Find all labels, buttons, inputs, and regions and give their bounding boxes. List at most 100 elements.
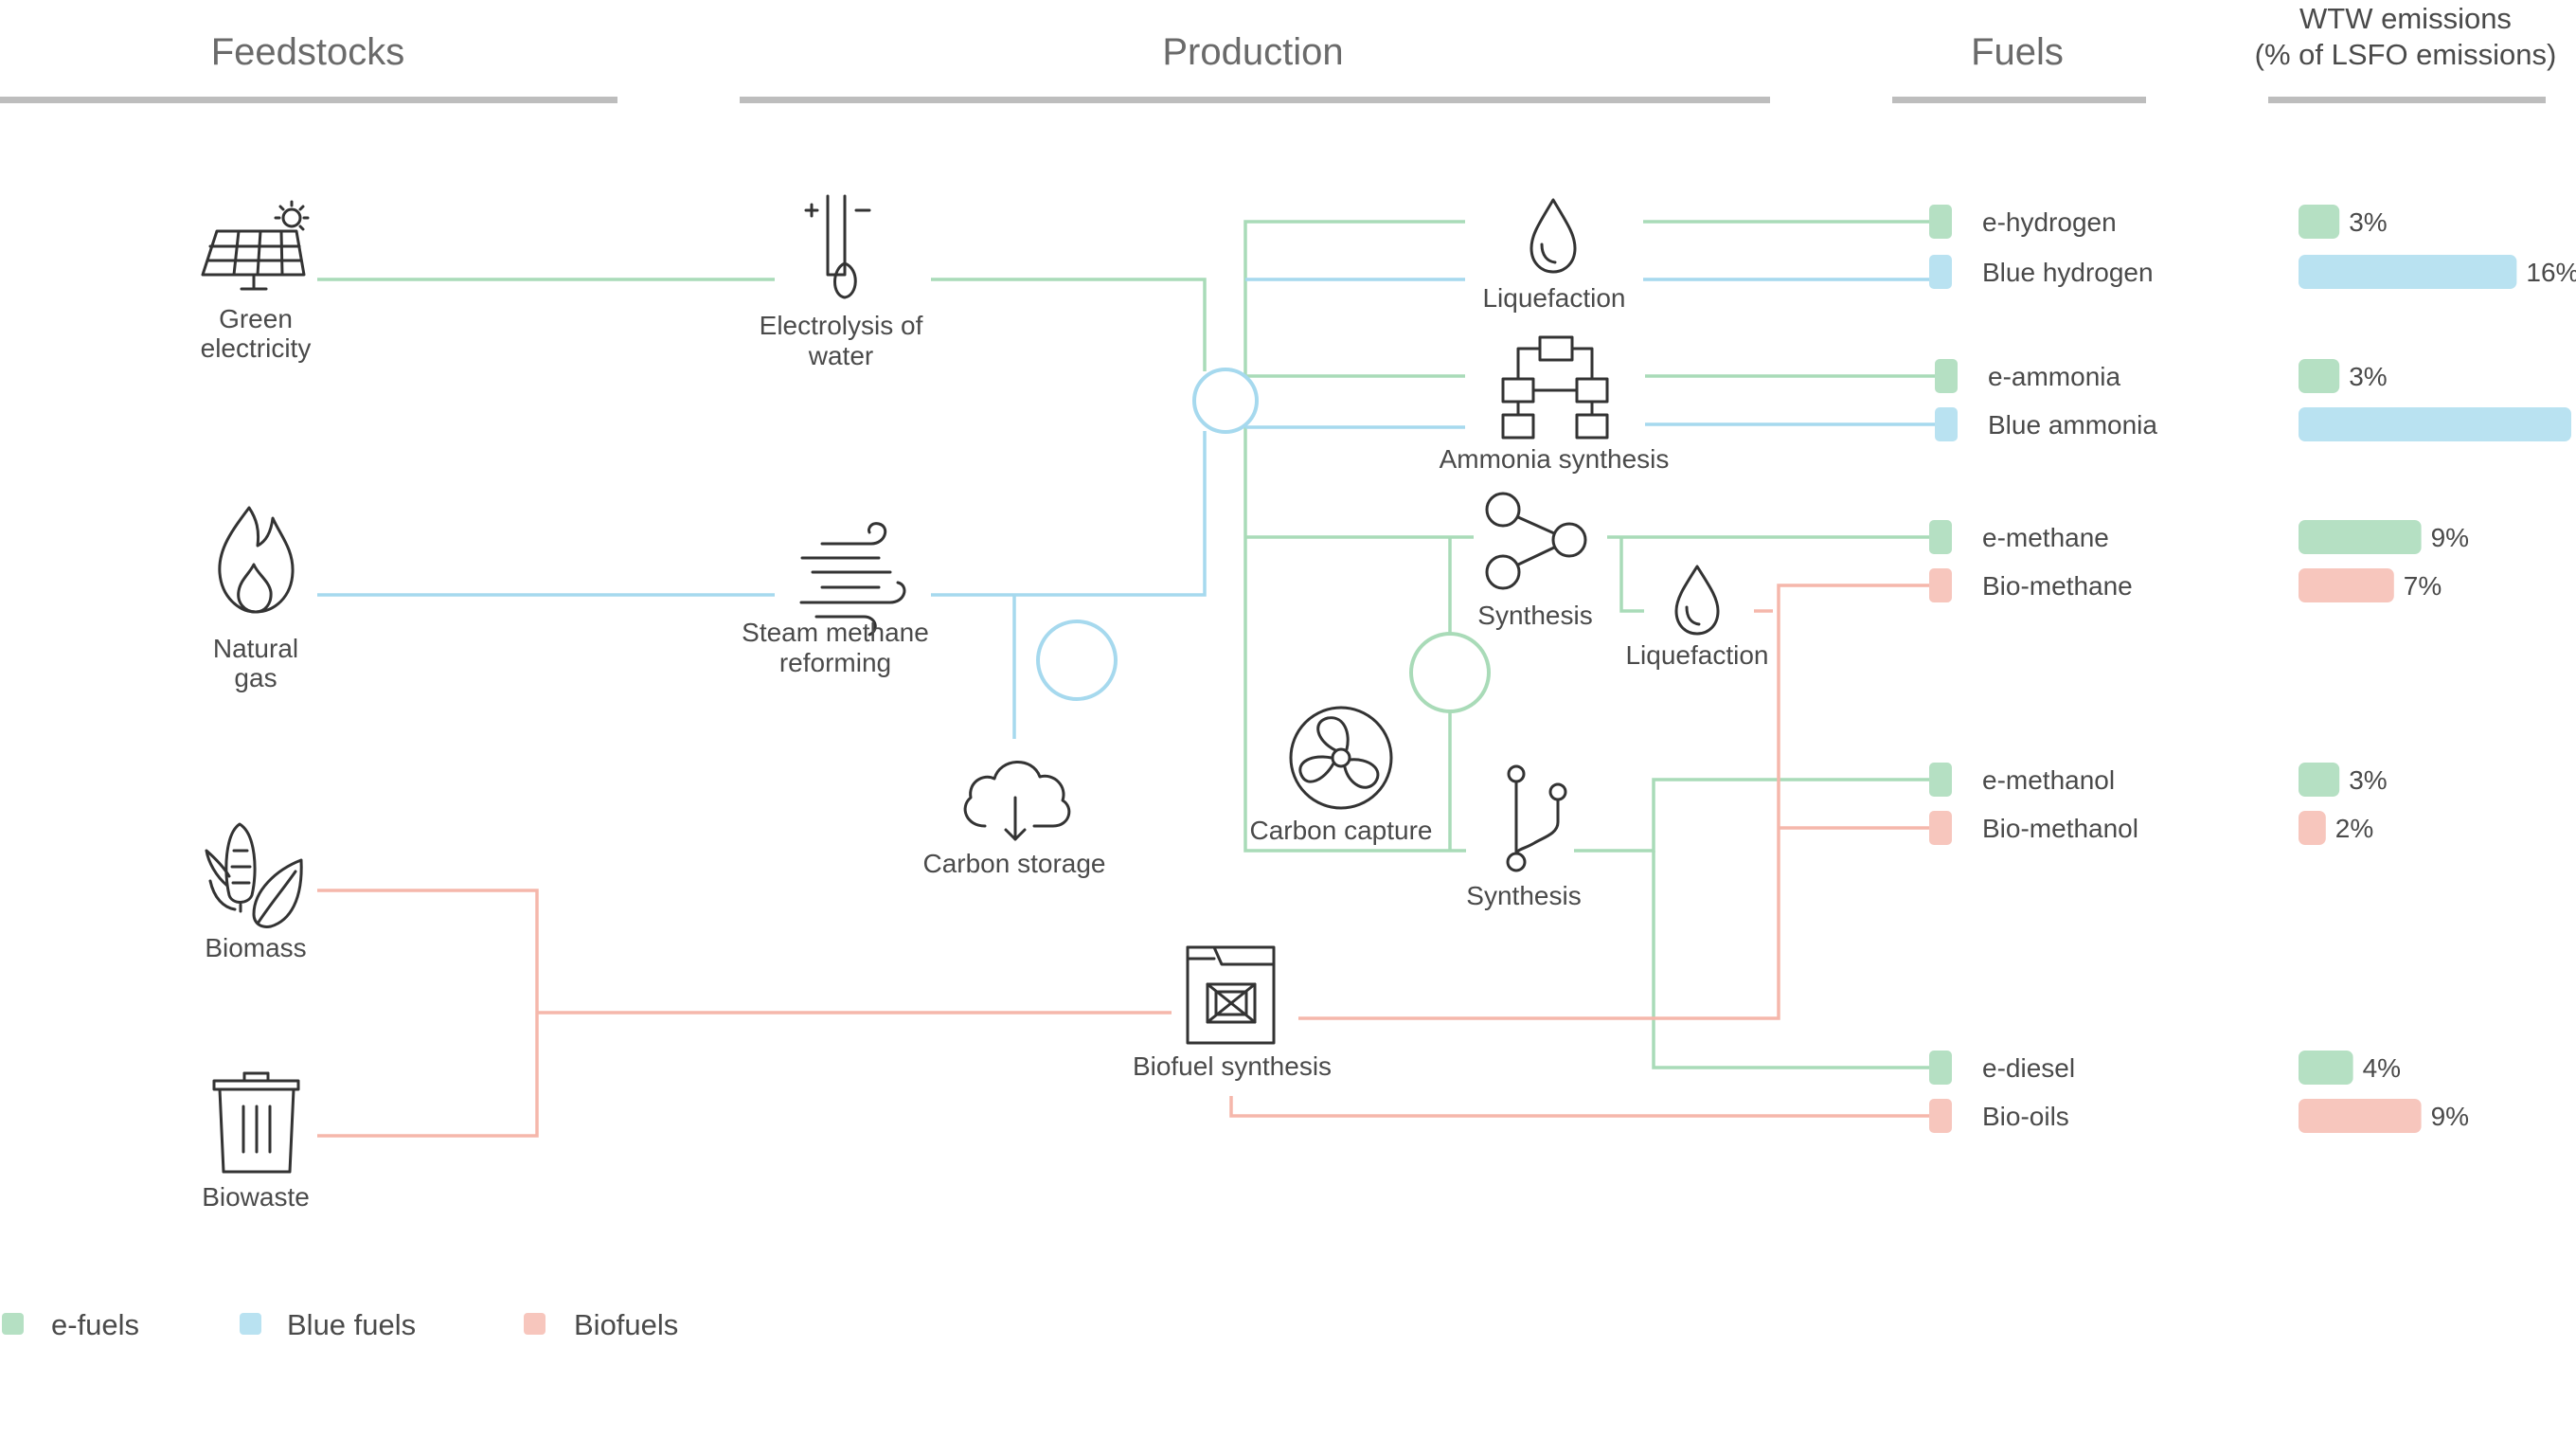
process-electrolysis: Electrolysis of water [760,194,923,370]
fuel-swatch [1929,568,1952,602]
emissions-bar [2299,255,2517,289]
fuel-swatch [1935,407,1958,441]
fuel-name: e-hydrogen [1982,207,2117,237]
process-label-line2: reforming [779,648,891,677]
process-synthesis-liquid: Synthesis [1466,764,1582,910]
legend-label-blue: Blue fuels [287,1308,416,1341]
fuel-name: e-diesel [1982,1053,2075,1083]
process-carbon-capture: Carbon capture [1249,706,1433,845]
emissions-bar [2299,407,2571,441]
connectors-bio [317,584,1929,1138]
droplet-icon [1530,198,1577,274]
legend-swatch-bio [524,1313,546,1335]
feedstock-label-line2: electricity [201,333,312,363]
fuel-swatch [1929,520,1952,554]
emissions-value-label: 4% [2363,1053,2401,1083]
legend-label-bio: Biofuels [574,1308,678,1341]
emissions-value-label: 16% [2526,258,2576,287]
header-emissions-line2: (% of LSFO emissions) [2255,38,2557,71]
feedstock-label-line2: gas [234,663,277,692]
capture-hub-circle [1409,632,1491,713]
emissions-value-label: 3% [2349,362,2387,391]
feedstock-label: Biowaste [202,1182,310,1212]
feedstock-biomass: Biomass [205,822,307,962]
droplet-icon [1674,565,1720,636]
process-label: Biofuel synthesis [1133,1051,1332,1081]
emissions-bar [2299,1051,2353,1085]
emissions-value-label: 2% [2335,814,2373,843]
fuel-name: Bio-oils [1982,1102,2069,1131]
emissions-value-label: 7% [2404,571,2442,601]
feedstock-label-line1: Green [219,304,293,333]
fuel-swatch [1935,359,1958,393]
header-rule-feedstocks [0,97,617,103]
connectors-blue [317,278,1941,739]
column-headers: Feedstocks Production Fuels WTW emission… [0,2,2556,103]
header-rule-production [740,97,1770,103]
legend: e-fuels Blue fuels Biofuels [2,1308,678,1341]
co2-hub-circle [1036,620,1118,701]
emissions-bar [2299,359,2340,393]
process-label-line1: Electrolysis of [760,311,923,340]
process-label: Carbon capture [1249,816,1432,845]
emissions-bars: 3%16%3%20%9%7%3%2%4%9% [2299,205,2576,1133]
fuel-name: Blue ammonia [1988,410,2157,440]
solar-panel-icon [201,200,310,291]
connector-synthesis-emethanol [1574,778,1929,853]
process-label: Liquefaction [1482,283,1625,313]
process-liquefaction-hydrogen: Liquefaction [1482,198,1626,313]
fuel-swatch [1929,763,1952,797]
feedstock-natural-gas: Natural gas [213,506,298,692]
fuel-swatch [1929,205,1952,239]
emissions-bar [2299,763,2340,797]
flame-icon [218,506,295,614]
branch-icon [1506,764,1567,872]
molecule-icon [1485,492,1587,590]
header-rule-emissions [2268,97,2546,103]
process-label: Ammonia synthesis [1440,444,1670,474]
header-rule-fuels [1892,97,2146,103]
connector-smr-hub [931,431,1207,597]
process-carbon-storage: Carbon storage [922,761,1106,878]
trash-bin-icon [212,1071,300,1174]
process-label-line2: water [808,341,873,370]
feedstock-green-electricity: Green electricity [201,200,312,363]
fuel-name: e-methanol [1982,765,2115,795]
emissions-value-label: 9% [2431,523,2469,552]
fuel-swatch [1929,1051,1952,1085]
emissions-bar [2299,520,2422,554]
connector-synthesis-ediesel [1652,851,1929,1069]
header-fuels: Fuels [1971,31,2064,73]
legend-swatch-blue [240,1313,261,1335]
fuel-swatch [1929,1099,1952,1133]
fuel-name: e-ammonia [1988,362,2120,391]
process-label: Synthesis [1477,601,1592,630]
connector-synthesis-liquefaction [1619,537,1644,613]
feedstock-label: Biomass [205,933,306,962]
connector-biofuel-biooils [1229,1096,1929,1118]
fuel-swatch [1929,255,1952,289]
emissions-bar [2299,1099,2422,1133]
corn-leaf-icon [205,822,303,928]
fuel-name: Bio-methane [1982,571,2133,601]
test-tube-icon [804,194,871,299]
emissions-bar [2299,205,2340,239]
connector-biofuel-biomethane [1298,584,1929,1020]
emissions-value-label: 3% [2349,207,2387,237]
fuel-swatch [1929,811,1952,845]
process-label: Carbon storage [922,849,1105,878]
process-label-line1: Steam methane [742,618,929,647]
process-synthesis-methane: Synthesis [1477,492,1593,630]
feedstock-label-line1: Natural [213,634,298,663]
emissions-bar [2299,811,2326,845]
fuel-name: Blue hydrogen [1982,258,2154,287]
process-liquefaction-methane: Liquefaction [1625,565,1769,670]
process-label: Synthesis [1466,881,1581,910]
emissions-value-label: 3% [2349,765,2387,795]
emissions-value-label: 9% [2431,1102,2469,1131]
header-feedstocks: Feedstocks [211,31,405,73]
legend-swatch-efuel [2,1313,24,1335]
fan-icon [1289,706,1393,810]
